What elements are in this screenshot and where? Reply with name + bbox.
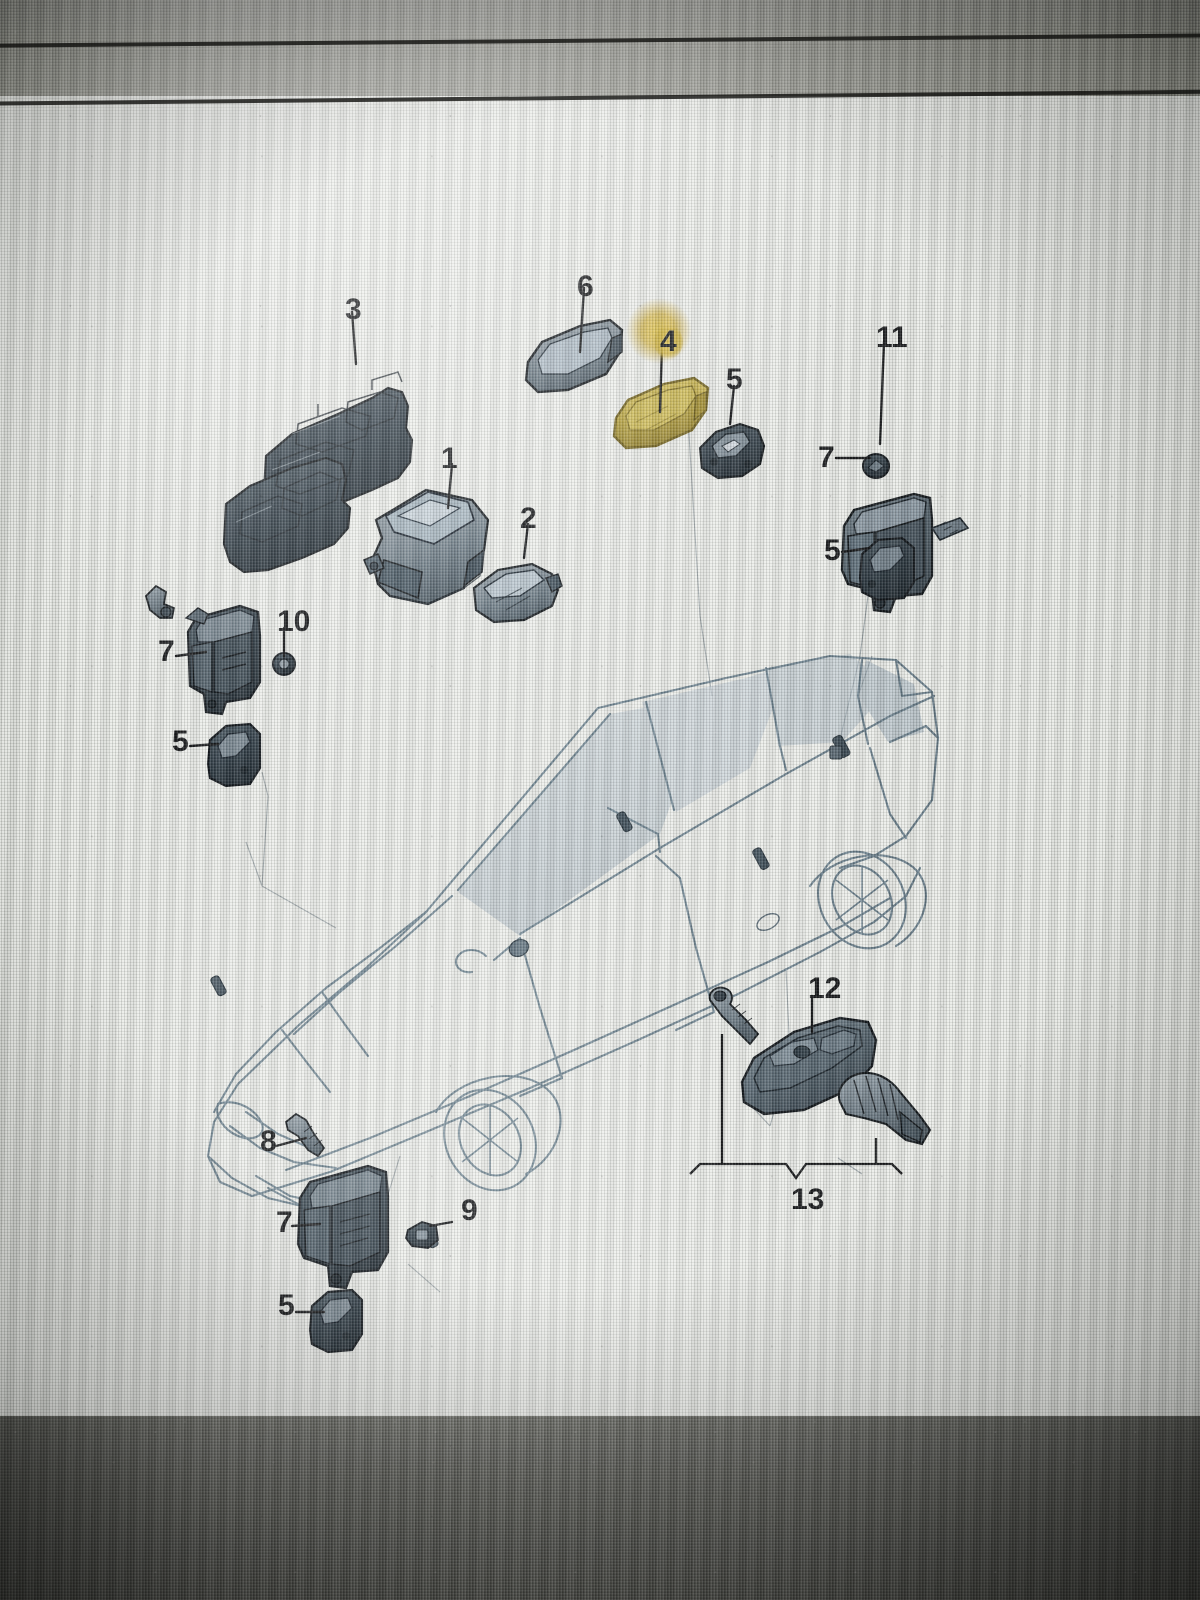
callout-5-bracket-bottom[interactable]: 5 — [278, 1291, 295, 1321]
callout-2-sensor[interactable]: 2 — [520, 504, 537, 534]
callout-10-nut[interactable]: 10 — [277, 607, 310, 637]
callout-5-bracket-top[interactable]: 5 — [726, 365, 743, 395]
callout-1-control-module[interactable]: 1 — [441, 444, 458, 474]
callout-6-antenna[interactable]: 6 — [577, 272, 594, 302]
callout-5-bracket-left[interactable]: 5 — [172, 727, 189, 757]
callout-11-grommet[interactable]: 11 — [876, 323, 908, 353]
callout-9-clip[interactable]: 9 — [461, 1196, 478, 1226]
callout-8-screw[interactable]: 8 — [260, 1127, 277, 1157]
callout-3-connector-block[interactable]: 3 — [345, 295, 362, 325]
callout-5-bracket-right[interactable]: 5 — [824, 536, 841, 566]
callout-7-module-left[interactable]: 7 — [158, 637, 175, 667]
callout-7-module-right[interactable]: 7 — [818, 443, 835, 473]
callout-12-tpms-sensor[interactable]: 12 — [808, 974, 841, 1004]
callout-4-highlighted-part[interactable]: 4 — [654, 325, 683, 359]
callout-7-module-bottom[interactable]: 7 — [276, 1208, 293, 1238]
callout-13-valve-set[interactable]: 13 — [791, 1185, 824, 1215]
